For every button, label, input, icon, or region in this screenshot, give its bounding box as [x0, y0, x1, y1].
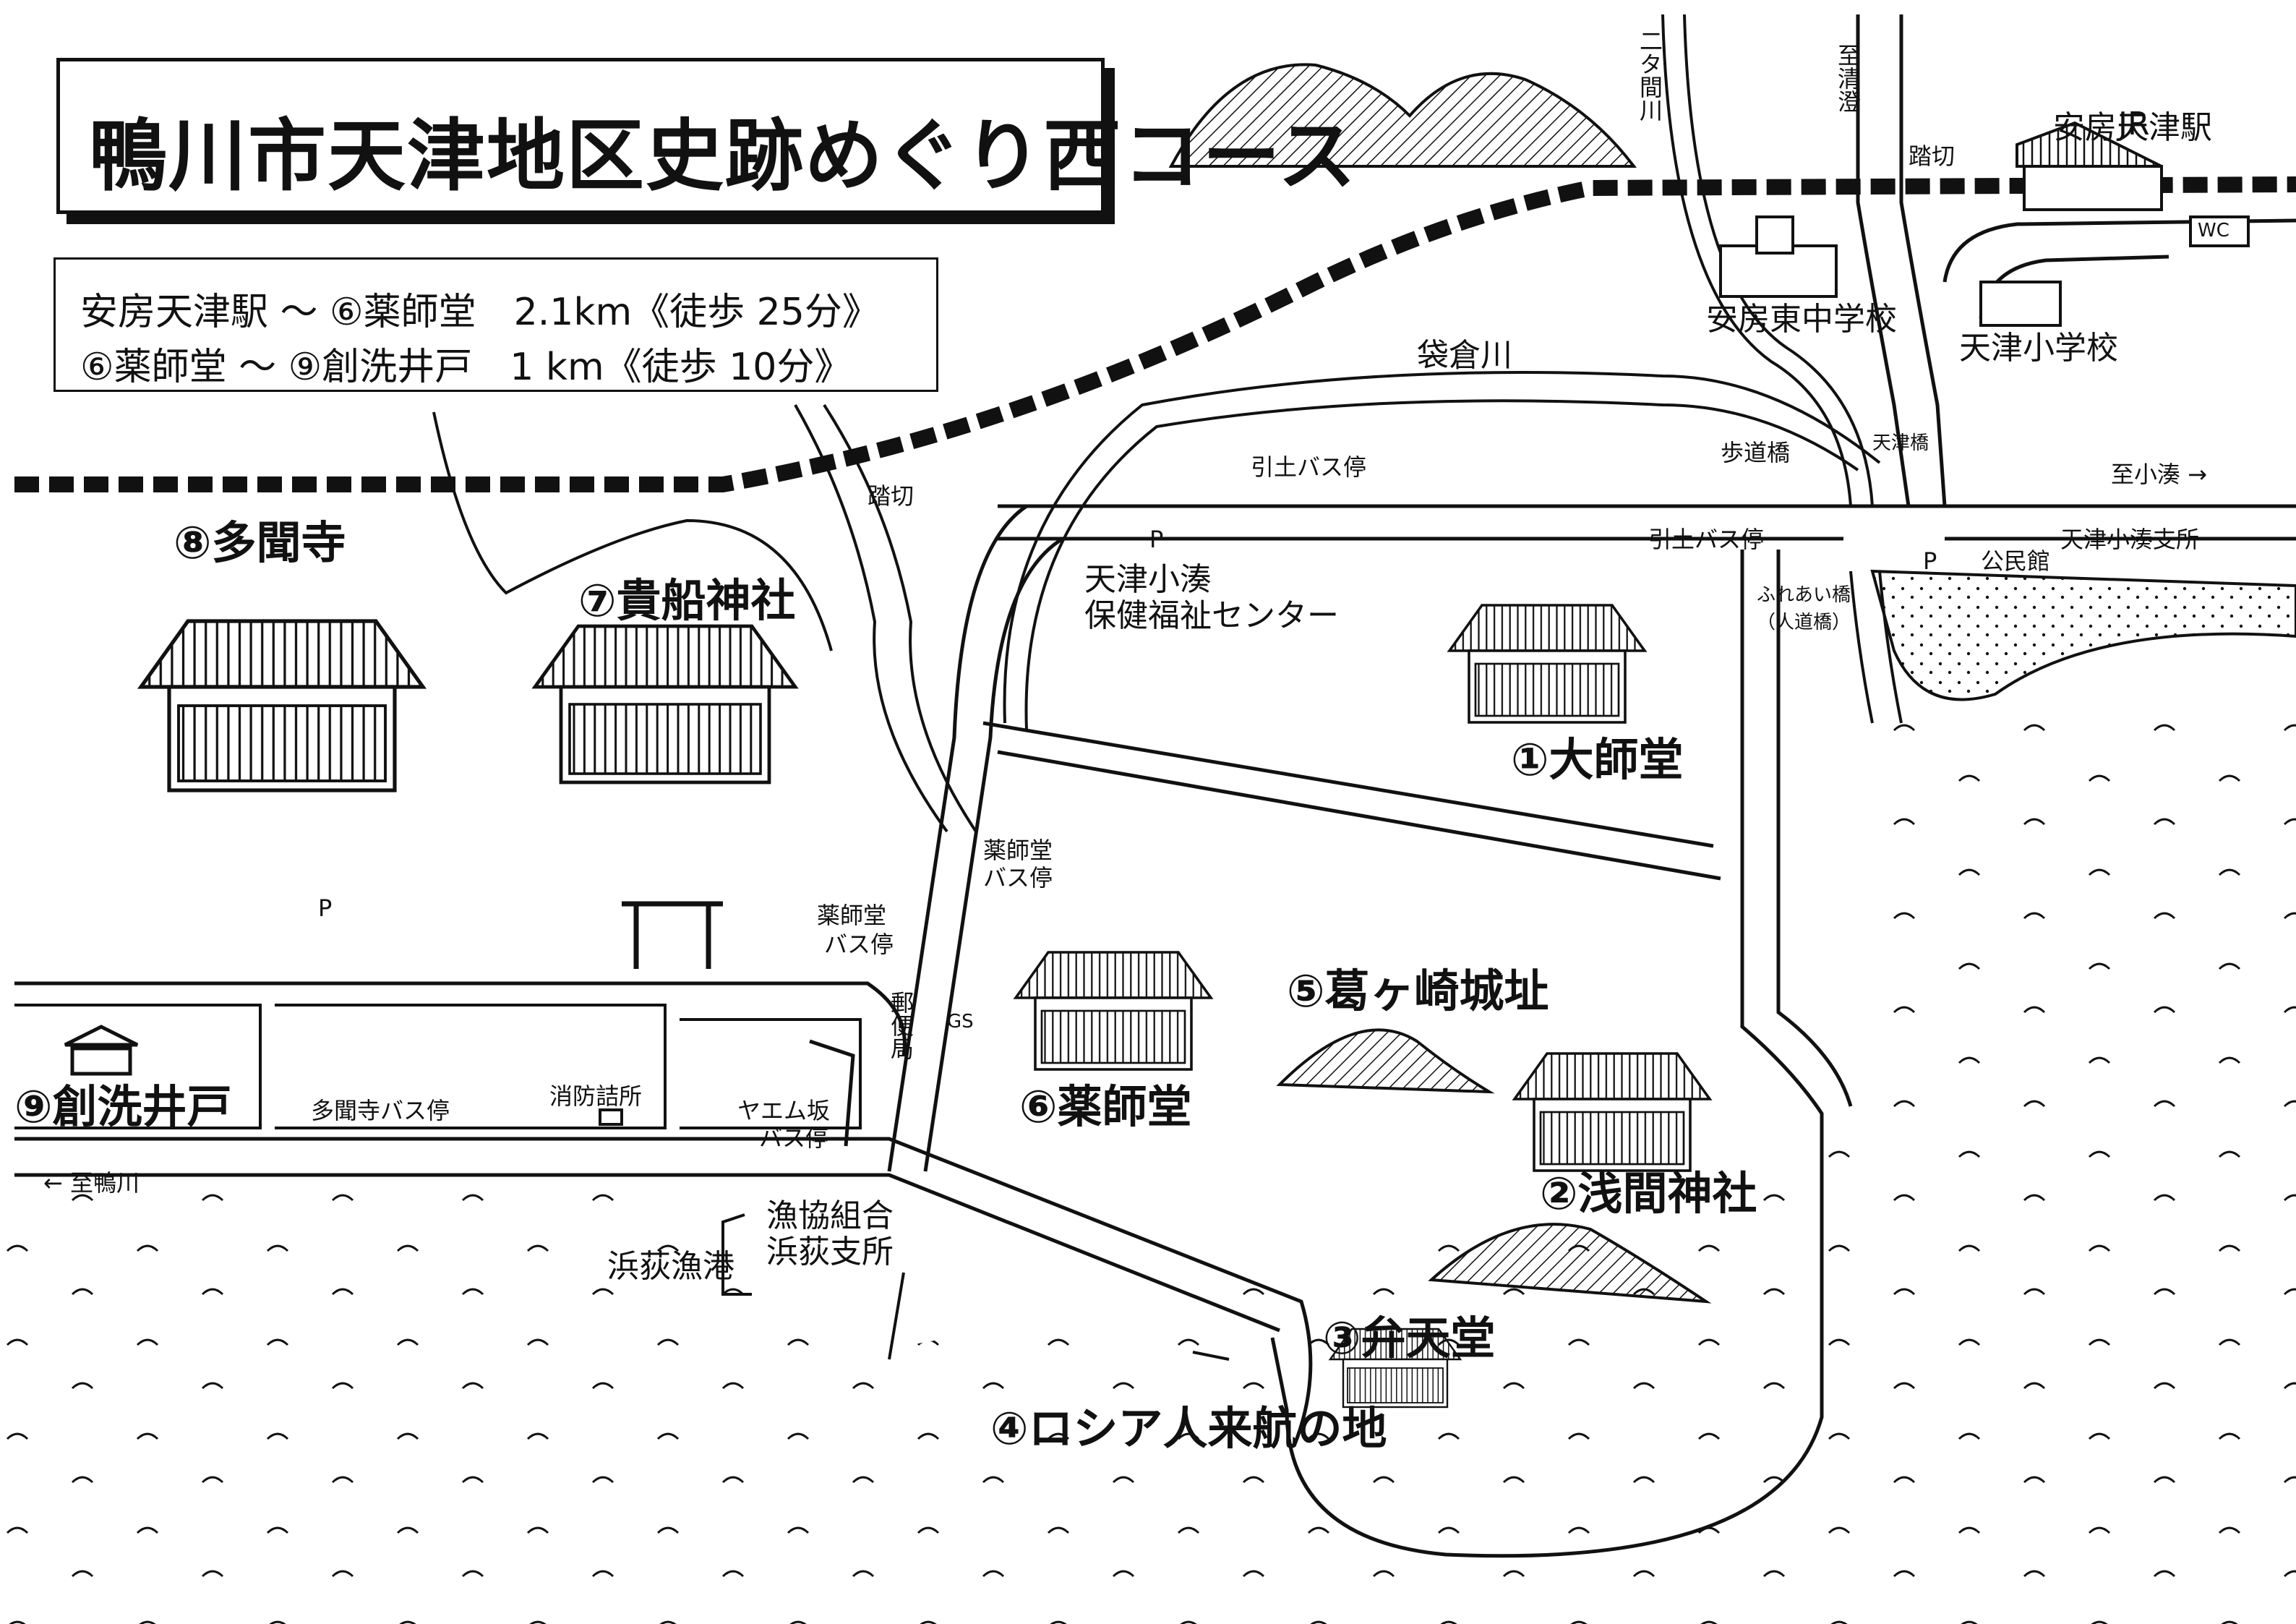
- health-center-label-2: 保健福祉センター: [1084, 597, 1339, 634]
- yakushido-bus-b-label-2: バス停: [824, 931, 894, 958]
- to-kiyosumi-label: 至清澄: [1834, 43, 1862, 113]
- wc-label: WC: [2198, 220, 2229, 242]
- to-kominato-label: 至小湊 →: [2111, 461, 2207, 488]
- tamonji-bus-label: 多聞寺バス停: [311, 1097, 450, 1124]
- fukurokura-river-label: 袋倉川: [1417, 337, 1512, 374]
- yakushido-bus-b-label-1: 薬師堂: [817, 902, 887, 929]
- route-line-1: 安房天津駅 ～ ⑥薬師堂 2.1km《徒歩 25分》: [80, 291, 880, 334]
- azuma-jhs-label: 安房東中学校: [1706, 301, 1897, 338]
- hikido-bus-label-2: 引土バス停: [1648, 526, 1765, 553]
- map-title: 鴨川市天津地区史跡めぐり西コース: [89, 111, 1358, 202]
- place-1-label: ①大師堂: [1511, 733, 1684, 786]
- yaemuzaka-bus-label-1: ヤエム坂: [737, 1097, 831, 1124]
- gyokyo-label-1: 漁協組合: [766, 1197, 894, 1234]
- hamaogi-port-label: 浜荻漁港: [607, 1248, 734, 1285]
- parking-icon-1: P: [1149, 526, 1164, 553]
- fumikiri-left-label: 踏切: [868, 482, 914, 510]
- branch-office-label: 天津小湊支所: [2060, 526, 2200, 553]
- place-7-label: ⑦貴船神社: [578, 574, 796, 627]
- post-office-label: 郵便局: [887, 991, 914, 1060]
- fureai-label-1: ふれあい橋: [1757, 584, 1851, 606]
- building-es: [1979, 281, 2062, 327]
- sea-area: [0, 578, 2296, 1624]
- amatsu-bridge-label: 天津橋: [1872, 432, 1929, 454]
- title-box: 鴨川市天津地区史跡めぐり西コース: [56, 58, 1356, 214]
- health-center-label-1: 天津小湊: [1084, 561, 1212, 598]
- building-jhs: [1719, 215, 1838, 298]
- beach-area: [1870, 569, 2296, 701]
- parking-icon-3: P: [318, 894, 333, 922]
- mountain-kuzugasaki: [1276, 1028, 1495, 1094]
- yaemuzaka-bus-label-2: バス停: [759, 1124, 829, 1152]
- place-8-label: ⑧多聞寺: [174, 516, 346, 569]
- futamagawa-label: 二タ間川: [1636, 29, 1663, 121]
- mountain-top: [1168, 63, 1637, 168]
- fureai-label-2: （人道橋）: [1757, 612, 1851, 633]
- fire-station-label: 消防詰所: [549, 1082, 643, 1110]
- gyokyo-label-2: 浜荻支所: [766, 1234, 894, 1270]
- route-box: 安房天津駅 ～ ⑥薬師堂 2.1km《徒歩 25分》 ⑥薬師堂 ～ ⑨創洗井戸 …: [53, 257, 938, 392]
- building-jr-station: [2016, 121, 2163, 211]
- place-4-label: ④ロシア人来航の地: [990, 1402, 1387, 1455]
- parking-icon-2: P: [1923, 547, 1937, 575]
- yakushido-bus-a-label-2: バス停: [983, 864, 1053, 892]
- place-9-label: ⑨創洗井戸: [14, 1080, 232, 1133]
- place-6-label: ⑥薬師堂: [1019, 1080, 1192, 1133]
- fumikiri-top-label: 踏切: [1909, 142, 1956, 170]
- place-3-label: ③弁天堂: [1323, 1312, 1496, 1364]
- gs-label: GS: [947, 1011, 974, 1033]
- to-kamogawa-label: ← 至鴨川: [43, 1169, 140, 1197]
- yakushido-bus-a-label-1: 薬師堂: [983, 837, 1053, 864]
- hikido-bus-label-1: 引土バス停: [1251, 453, 1367, 481]
- place-5-label: ⑤葛ヶ崎城址: [1287, 965, 1549, 1017]
- jr-label-1: JR: [2118, 106, 2150, 142]
- hodokyo-label: 歩道橋: [1721, 439, 1791, 466]
- kominkan-label: 公民館: [1981, 547, 2051, 575]
- route-line-2: ⑥薬師堂 ～ ⑨創洗井戸 1 km《徒歩 10分》: [80, 346, 852, 389]
- place-2-label: ②浅間神社: [1540, 1167, 1757, 1220]
- jr-label-2: 安房天津駅: [2053, 109, 2212, 146]
- amatsu-es-label: 天津小学校: [1959, 330, 2118, 367]
- mountain-sengen: [1428, 1223, 1712, 1304]
